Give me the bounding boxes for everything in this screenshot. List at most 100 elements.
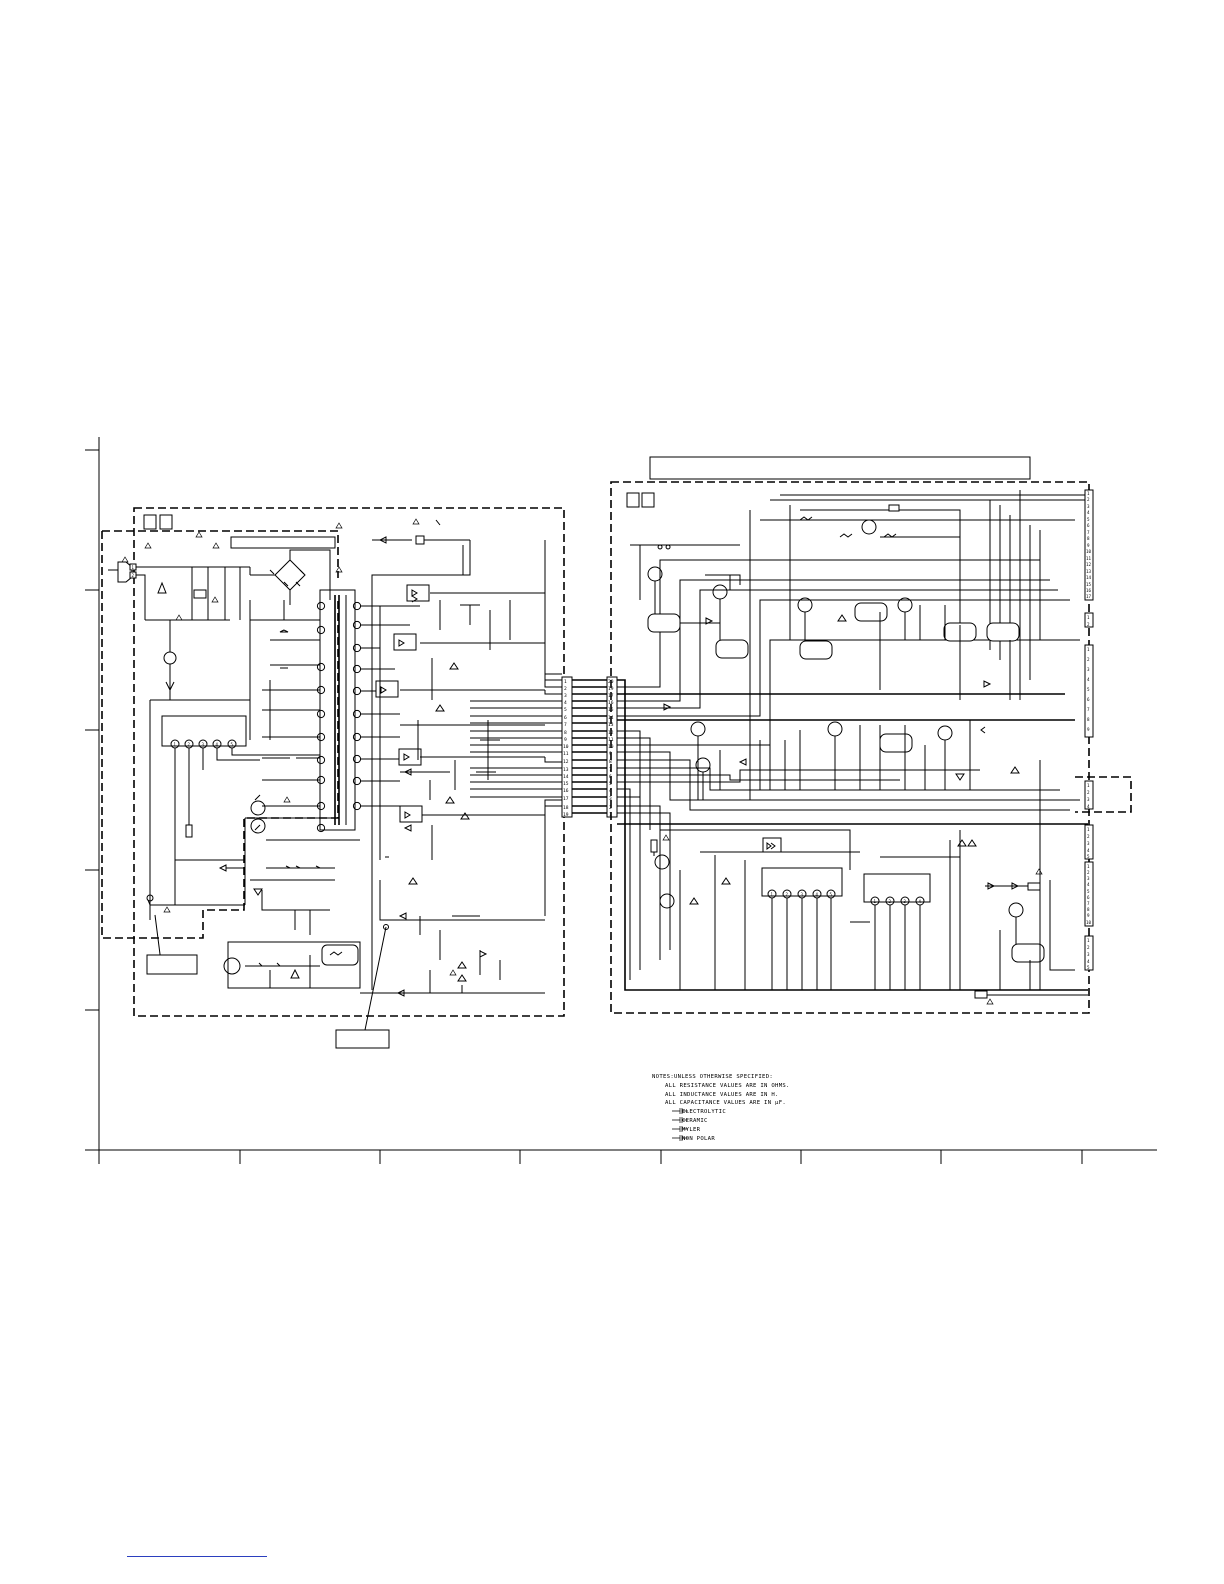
inlet-pin-2: 2 <box>132 573 135 578</box>
svg-text:10: 10 <box>1086 920 1092 925</box>
svg-text:1: 1 <box>1087 938 1090 943</box>
svg-text:5: 5 <box>564 707 567 713</box>
svg-text:1: 1 <box>771 892 774 897</box>
svg-text:1: 1 <box>564 679 567 685</box>
svg-text:10: 10 <box>1086 549 1092 554</box>
svg-text:1: 1 <box>1087 615 1090 620</box>
sheet-frame <box>85 437 1157 1164</box>
svg-text:4: 4 <box>816 892 819 897</box>
connector-strip-left: 1 2 3 4 5 6 7 8 9 10 11 12 13 14 15 16 1… <box>561 676 573 818</box>
interboard-wiring <box>470 540 607 916</box>
bottom-link-underline[interactable] <box>127 1556 267 1557</box>
svg-text:11: 11 <box>563 751 569 757</box>
svg-text:3: 3 <box>1087 952 1090 957</box>
svg-text:2: 2 <box>564 686 567 692</box>
svg-text:13: 13 <box>563 767 569 773</box>
legend-symbols <box>672 1108 688 1141</box>
svg-text:3: 3 <box>609 796 612 802</box>
svg-text:1: 1 <box>1087 647 1090 652</box>
svg-text:5: 5 <box>1087 965 1090 970</box>
left-ic-pin-4: 4 <box>216 742 219 747</box>
svg-text:1: 1 <box>874 899 877 904</box>
svg-text:2: 2 <box>1087 622 1090 627</box>
svg-text:3: 3 <box>904 899 907 904</box>
svg-text:13: 13 <box>608 722 614 728</box>
left-callout-box-b <box>335 1029 390 1049</box>
svg-text:15: 15 <box>563 781 569 787</box>
left-ic-pin-5: 5 <box>231 742 234 747</box>
svg-text:14: 14 <box>563 774 569 780</box>
svg-text:2: 2 <box>889 899 892 904</box>
svg-text:3: 3 <box>1087 797 1090 802</box>
right-headers: 1 2 3 4 5 6 7 8 9 10 11 12 13 14 15 16 1… <box>1075 489 1132 971</box>
svg-text:6: 6 <box>1087 697 1090 702</box>
left-ic-pin-3: 3 <box>202 742 205 747</box>
svg-text:9: 9 <box>1087 913 1090 918</box>
svg-text:18: 18 <box>563 805 569 811</box>
svg-text:3: 3 <box>1087 876 1090 881</box>
schematic-notes: NOTES:UNLESS OTHERWISE SPECIFIED: ALL RE… <box>652 1073 852 1143</box>
legend-electrolytic: ELECTROLYTIC <box>682 1109 727 1116</box>
svg-text:5: 5 <box>830 892 833 897</box>
inlet-pin-1: 1 <box>132 565 135 570</box>
svg-text:1: 1 <box>1087 827 1090 832</box>
svg-text:4: 4 <box>1087 959 1090 964</box>
svg-text:9: 9 <box>1087 727 1090 732</box>
note-resistance: ALL RESISTANCE VALUES ARE IN OHMS. <box>665 1082 790 1089</box>
svg-text:17: 17 <box>1086 594 1092 599</box>
svg-text:2: 2 <box>1087 657 1090 662</box>
svg-text:4: 4 <box>919 899 922 904</box>
primary-ic: 1 2 3 4 5 <box>161 715 320 890</box>
svg-text:5: 5 <box>1087 687 1090 692</box>
right-board-title-box <box>649 456 1031 480</box>
svg-text:9: 9 <box>1087 543 1090 548</box>
svg-text:16: 16 <box>608 700 614 706</box>
legend-myler: MYLER <box>682 1126 701 1133</box>
note-inductance: ALL INDUCTANCE VALUES ARE IN H. <box>665 1091 779 1098</box>
note-capacitance: ALL CAPACITANCE VALUES ARE IN µF. <box>665 1100 787 1107</box>
svg-text:15: 15 <box>1086 582 1092 587</box>
svg-text:17: 17 <box>563 796 569 802</box>
svg-text:7: 7 <box>1087 530 1090 535</box>
svg-text:19: 19 <box>563 812 569 818</box>
caution-icon <box>121 518 1043 1005</box>
svg-text:3: 3 <box>1087 667 1090 672</box>
control-board: 1 2 3 4 5 1 2 3 4 <box>610 481 1090 1014</box>
right-ic-a: 1 2 3 4 5 <box>761 867 843 990</box>
svg-text:10: 10 <box>563 744 569 750</box>
transformer <box>316 589 362 833</box>
svg-text:2: 2 <box>1087 870 1090 875</box>
svg-text:3: 3 <box>801 892 804 897</box>
svg-text:8: 8 <box>1087 717 1090 722</box>
svg-text:14: 14 <box>1086 575 1092 580</box>
svg-text:7: 7 <box>1087 707 1090 712</box>
svg-text:2: 2 <box>1087 945 1090 950</box>
svg-text:6: 6 <box>564 715 567 721</box>
svg-text:4: 4 <box>1087 882 1090 887</box>
svg-text:5: 5 <box>1087 854 1090 859</box>
svg-text:2: 2 <box>1087 497 1090 502</box>
legend-non-polar: NON POLAR <box>682 1135 716 1142</box>
right-ic-b: 1 2 3 4 <box>850 873 931 990</box>
svg-text:3: 3 <box>564 693 567 699</box>
notes-heading: NOTES:UNLESS OTHERWISE SPECIFIED: <box>652 1074 774 1080</box>
svg-text:3: 3 <box>1087 841 1090 846</box>
svg-text:4: 4 <box>1087 677 1090 682</box>
svg-text:16: 16 <box>1086 588 1092 593</box>
power-supply-board: 1 2 <box>101 507 565 1049</box>
svg-text:2: 2 <box>1087 790 1090 795</box>
svg-text:8: 8 <box>1087 536 1090 541</box>
left-ic-pin-2: 2 <box>188 742 191 747</box>
svg-text:6: 6 <box>1087 523 1090 528</box>
svg-text:9: 9 <box>564 737 567 743</box>
svg-text:8: 8 <box>1087 907 1090 912</box>
svg-text:11: 11 <box>1086 556 1092 561</box>
svg-text:2: 2 <box>786 892 789 897</box>
left-board-label-box <box>230 536 336 549</box>
svg-text:1: 1 <box>1087 783 1090 788</box>
svg-text:19: 19 <box>608 686 614 692</box>
ac-inlet: 1 2 <box>108 561 137 583</box>
connector-strip-right: 20 19 17 16 15 14 13 12 11 10 9 8 7 6 5 … <box>606 676 618 818</box>
svg-text:2: 2 <box>1087 834 1090 839</box>
svg-text:12: 12 <box>563 759 569 765</box>
